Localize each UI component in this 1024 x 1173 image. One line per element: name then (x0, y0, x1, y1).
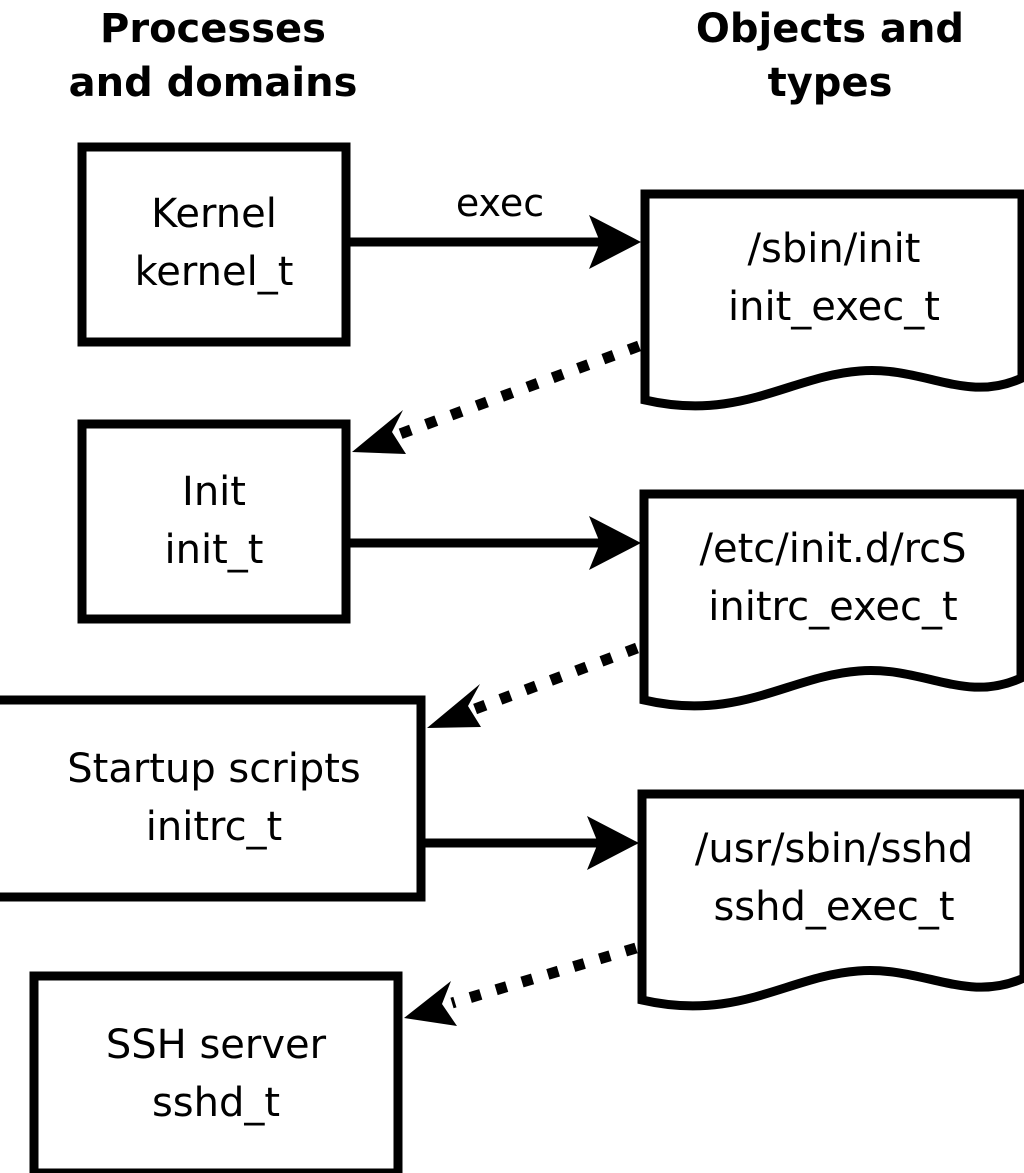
node-kernel-line1: Kernel (151, 191, 277, 237)
edge-initrc_exec-transition-initrc (427, 642, 639, 728)
node-sbin-init-line2: init_exec_t (728, 284, 940, 330)
node-usr-sbin-sshd-outline (637, 789, 1024, 1011)
node-ssh-server-line1: SSH server (106, 1022, 327, 1068)
node-init[interactable]: Init init_t (77, 419, 351, 624)
column-header-processes-line2: and domains (69, 60, 358, 106)
arrow-head-icon (589, 516, 641, 570)
edge-sshd_exec-transition-sshd (404, 942, 638, 1026)
node-kernel-line2: kernel_t (135, 249, 294, 295)
arrow-head-icon (427, 684, 481, 728)
node-init-outline (77, 419, 351, 624)
node-usr-sbin-sshd-line2: sshd_exec_t (713, 884, 954, 930)
column-header-objects: Objects and types (696, 6, 964, 106)
edge-init-exec-initrc_exec (350, 516, 641, 570)
node-sbin-init-outline (640, 189, 1024, 411)
node-etc-initd-rcs[interactable]: /etc/init.d/rcS initrc_exec_t (639, 489, 1024, 711)
edge-line (450, 942, 638, 1009)
node-kernel-outline (77, 142, 351, 347)
arrow-head-icon (352, 410, 406, 454)
node-etc-initd-rcs-line1: /etc/init.d/rcS (699, 526, 966, 572)
node-kernel[interactable]: Kernel kernel_t (77, 142, 351, 347)
node-usr-sbin-sshd[interactable]: /usr/sbin/sshd sshd_exec_t (637, 789, 1024, 1011)
node-init-line1: Init (182, 469, 246, 515)
edge-kernel-exec-init_exec: exec (350, 181, 641, 269)
arrow-head-icon (589, 215, 641, 269)
node-ssh-server-outline (29, 971, 403, 1173)
node-etc-initd-rcs-outline (639, 489, 1024, 711)
node-ssh-server-line2: sshd_t (152, 1080, 280, 1126)
column-header-objects-line2: types (768, 60, 893, 106)
node-ssh-server[interactable]: SSH server sshd_t (29, 971, 403, 1173)
edge-init_exec-transition-init (352, 340, 641, 454)
node-etc-initd-rcs-line2: initrc_exec_t (708, 584, 957, 630)
node-init-line2: init_t (165, 527, 264, 573)
node-usr-sbin-sshd-line1: /usr/sbin/sshd (695, 826, 973, 872)
node-sbin-init-line1: /sbin/init (748, 226, 921, 272)
column-header-processes: Processes and domains (69, 6, 358, 106)
arrow-head-icon (587, 816, 639, 870)
column-header-processes-line1: Processes (100, 6, 326, 52)
node-sbin-init[interactable]: /sbin/init init_exec_t (640, 189, 1024, 411)
edge-initrc-exec-sshd_exec (425, 816, 639, 870)
node-startup-scripts[interactable]: Startup scripts initrc_t (0, 695, 426, 902)
node-startup-scripts-line2: initrc_t (146, 804, 283, 850)
arrow-head-icon (404, 981, 457, 1026)
node-startup-scripts-outline (0, 695, 426, 902)
column-header-objects-line1: Objects and (696, 6, 964, 52)
edge-line (398, 340, 641, 440)
edge-label-exec: exec (456, 181, 544, 225)
node-startup-scripts-line1: Startup scripts (67, 746, 360, 792)
edge-line (473, 642, 639, 715)
